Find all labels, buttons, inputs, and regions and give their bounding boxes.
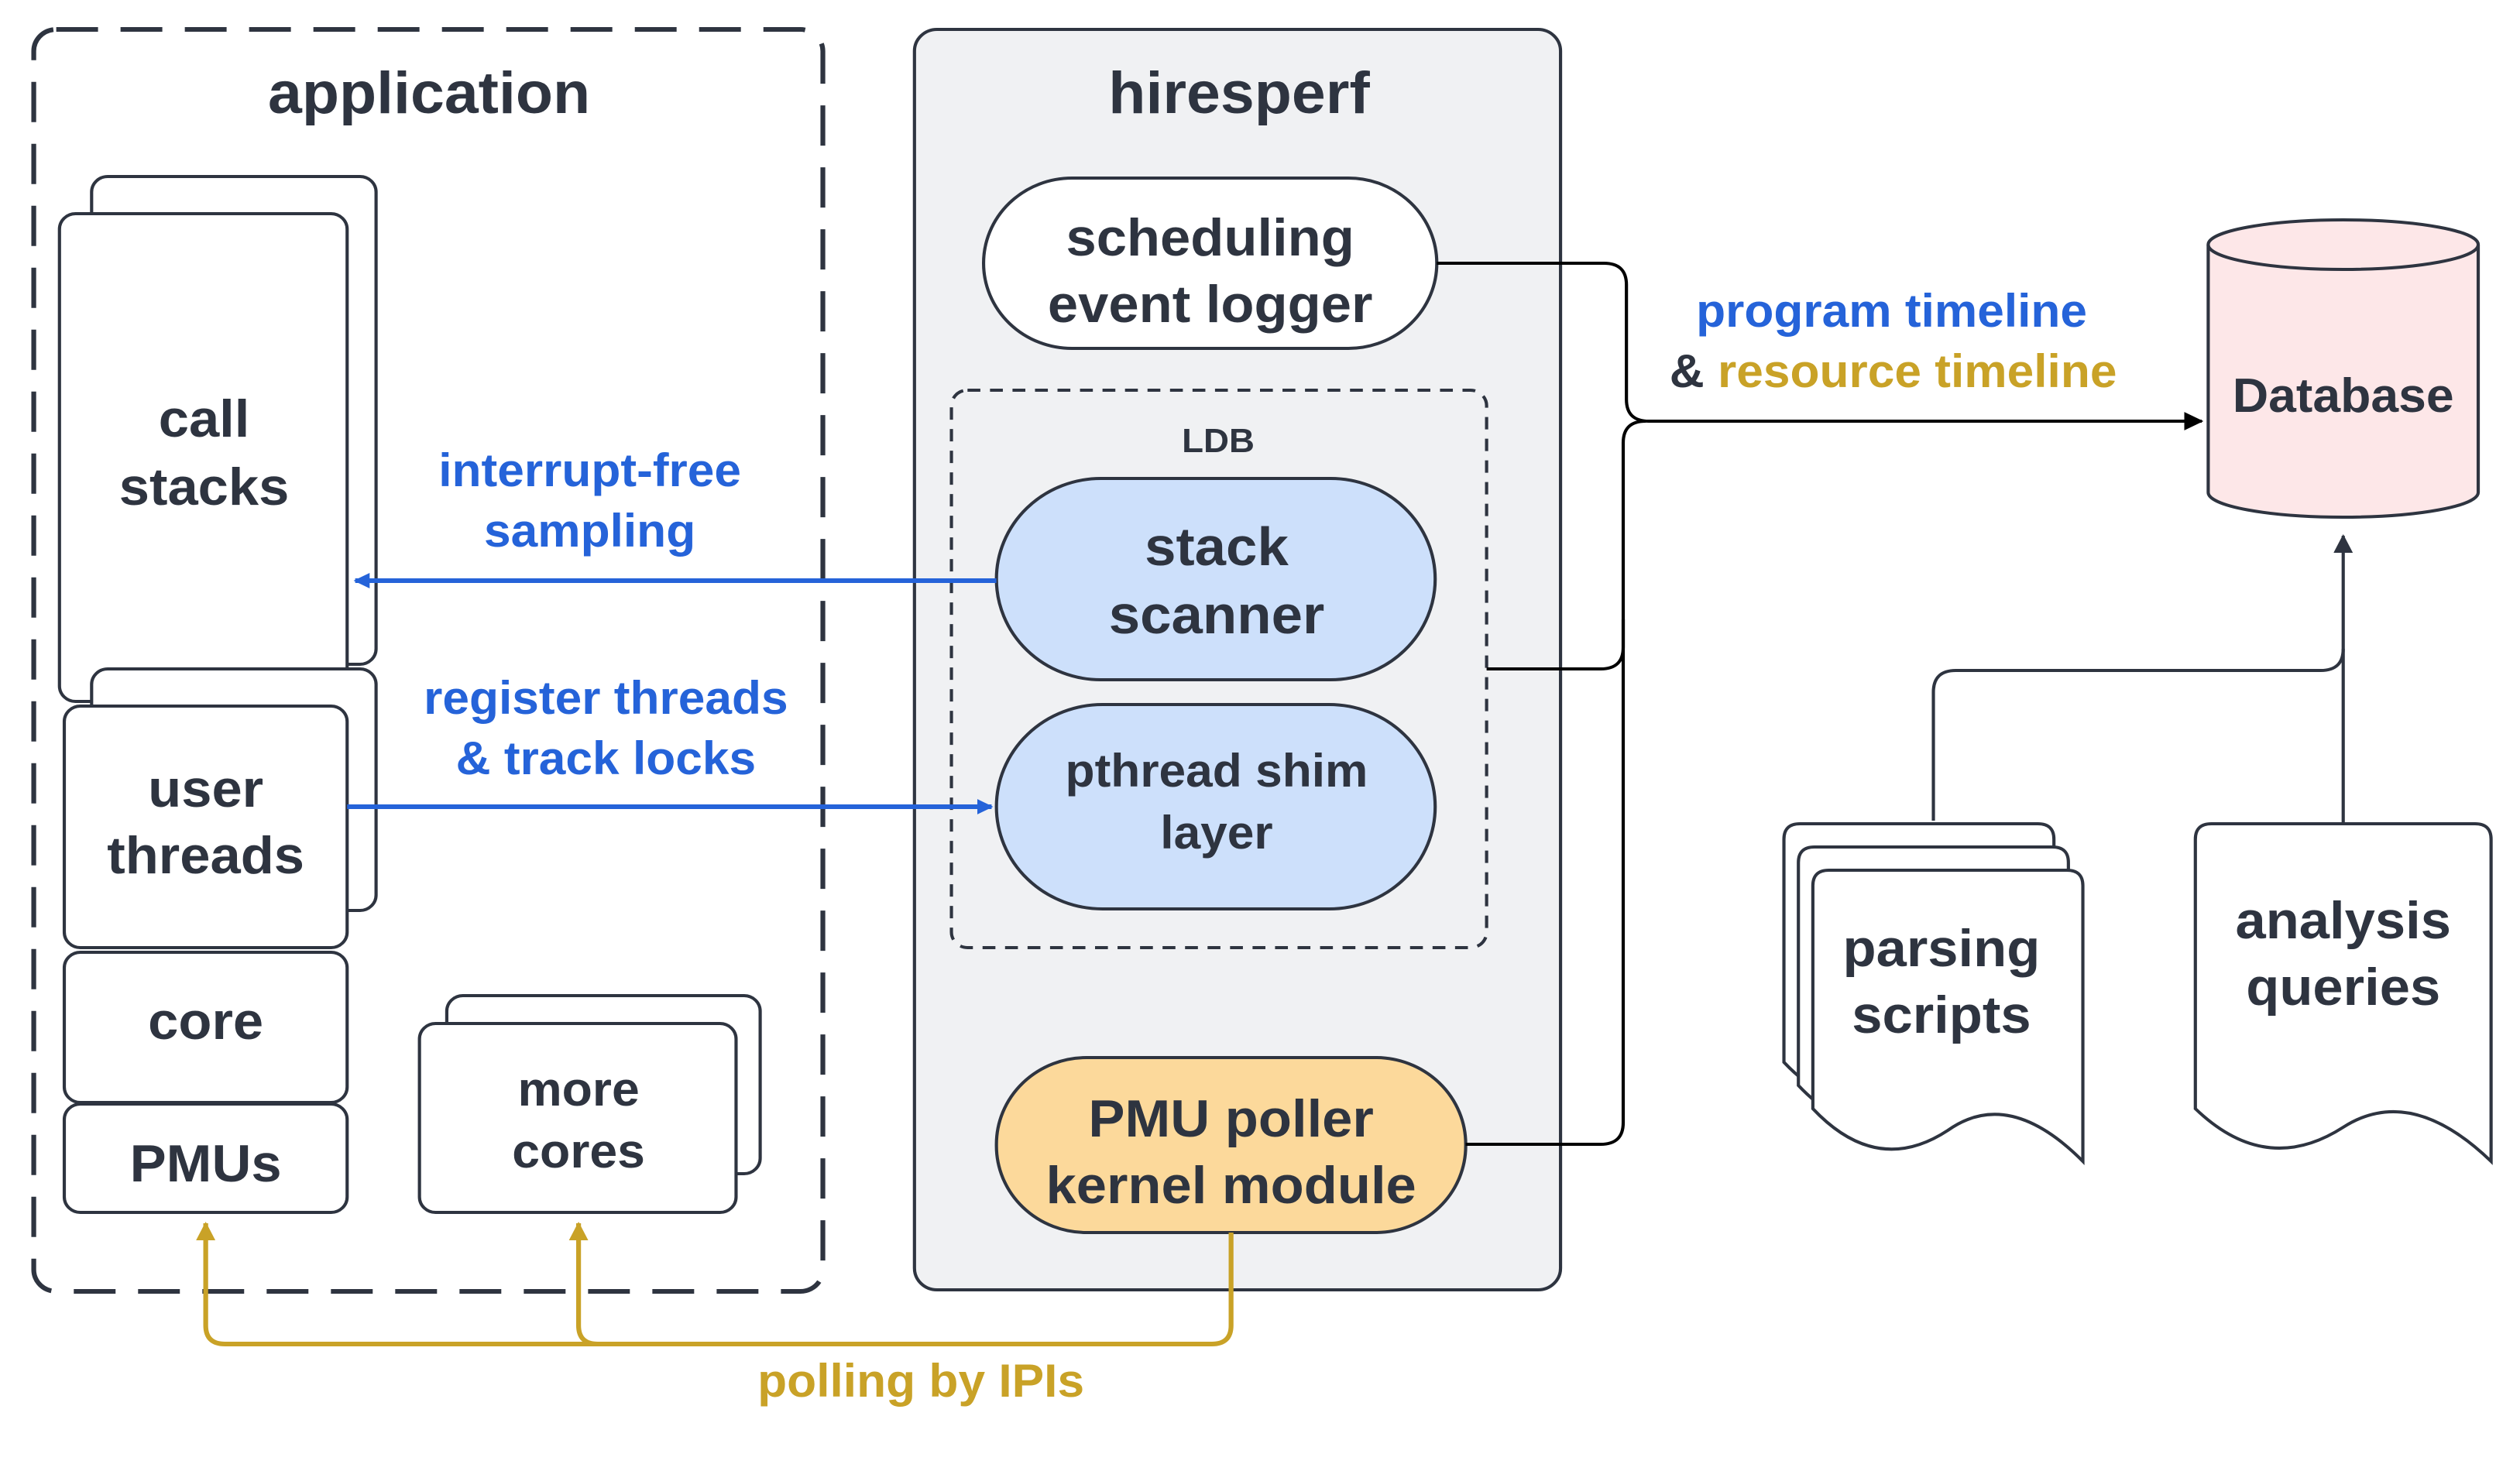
pthread-shim-layer-label-line1: pthread shim xyxy=(1066,745,1368,797)
pmu-poller-label-line2: kernel module xyxy=(1045,1155,1416,1215)
logger-to-database-line xyxy=(1437,262,2204,430)
application-boundary xyxy=(31,27,826,1294)
database-label: Database xyxy=(2233,369,2454,423)
stack-scanner-label-line1: stack xyxy=(1145,516,1289,578)
pmus-label: PMUs xyxy=(130,1133,282,1193)
register-label-line2: & track locks xyxy=(456,732,757,784)
pmus-box xyxy=(62,1102,349,1214)
core-label: core xyxy=(148,991,263,1051)
sampling-label-line2: sampling xyxy=(484,505,695,557)
pmu-poller-label-line1: PMU poller xyxy=(1088,1089,1373,1148)
pmu-poller-to-database-line xyxy=(1465,619,1626,1146)
hiresperf-group: hiresperf scheduling event logger LDB st… xyxy=(912,28,1563,1291)
polling-label: polling by IPIs xyxy=(757,1355,1084,1407)
resource-timeline-label: resource timeline xyxy=(1718,345,2117,397)
register-label-line1: register threads xyxy=(424,672,788,724)
more-cores-label-line2: cores xyxy=(512,1125,645,1178)
user-threads-label-line1: user xyxy=(148,759,263,818)
polling-line-to-pmus xyxy=(196,1222,1234,1346)
hiresperf-title: hiresperf xyxy=(1108,60,1370,125)
program-timeline-label: program timeline xyxy=(1696,285,2087,337)
user-threads-box xyxy=(62,705,349,949)
application-group: application call stacks user threads cor… xyxy=(31,27,826,1294)
scripts-to-database-line xyxy=(1931,648,2345,821)
database-top xyxy=(2206,218,2481,271)
timeline-ampersand: & xyxy=(1670,345,1718,397)
call-stacks-label-line2: stacks xyxy=(119,457,290,516)
ldb-title: LDB xyxy=(1182,421,1255,460)
stack-scanner-label-line2: scanner xyxy=(1109,585,1325,646)
database-node: Database xyxy=(2206,218,2481,519)
application-title: application xyxy=(268,60,590,125)
document-stack-icon xyxy=(1782,822,2085,1165)
ldb-boundary xyxy=(949,389,1488,949)
analysis-queries-label-line2: queries xyxy=(2246,957,2440,1017)
more-cores-box xyxy=(417,1022,738,1214)
parsing-scripts-label-line2: scripts xyxy=(1852,985,2031,1044)
pthread-shim-layer-node xyxy=(994,703,1437,910)
user-threads-label-line2: threads xyxy=(107,825,304,885)
polling-line-to-more-cores xyxy=(568,1222,599,1346)
pthread-shim-layer-label-line2: layer xyxy=(1160,807,1272,859)
analysis-queries-label-line1: analysis xyxy=(2235,890,2450,950)
timeline-label-line2: & resource timeline xyxy=(1670,345,2117,397)
more-cores-label-line1: more xyxy=(517,1063,639,1116)
parsing-scripts-label-line1: parsing xyxy=(1843,918,2041,978)
parsing-scripts-doc-front xyxy=(1811,869,2085,1165)
call-stacks-label-line1: call xyxy=(159,389,250,448)
analysis-queries-doc xyxy=(2193,822,2493,1165)
sampling-label-line1: interrupt-free xyxy=(438,444,741,496)
scheduling-event-logger-label-line1: scheduling xyxy=(1066,207,1354,267)
cylinder-icon xyxy=(2206,245,2481,519)
stack-scanner-node xyxy=(994,477,1437,681)
scheduling-event-logger-label-line2: event logger xyxy=(1048,274,1372,334)
